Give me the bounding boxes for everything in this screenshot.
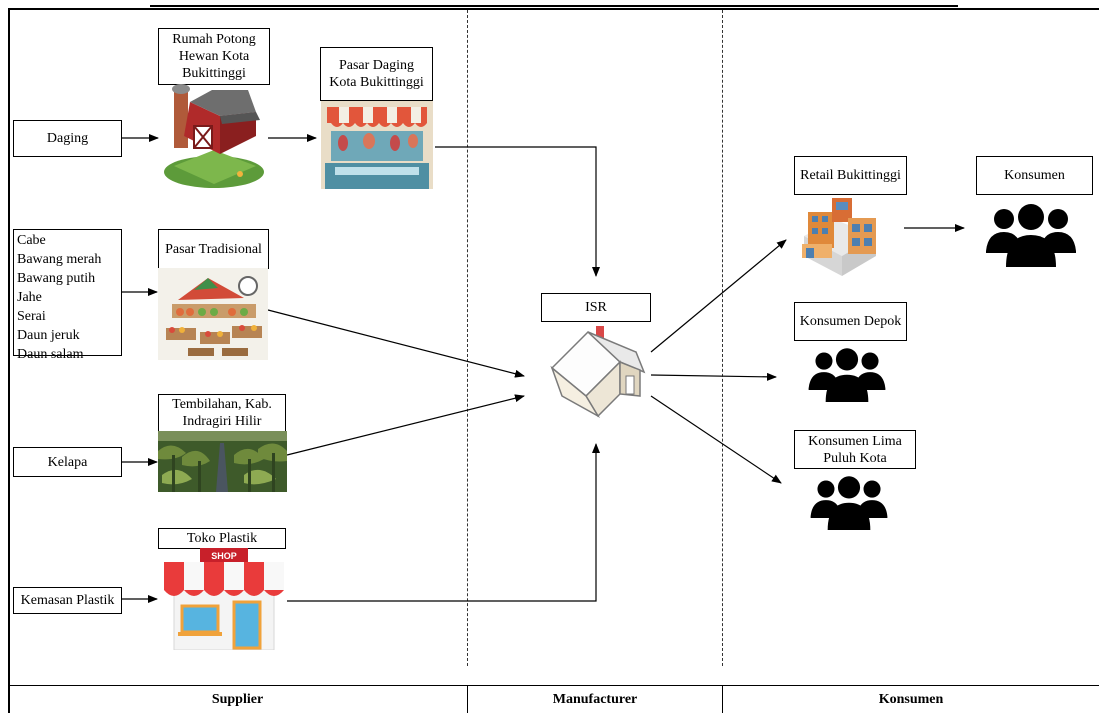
header-konsumen: Konsumen	[878, 691, 944, 707]
bumbu-list-box: Cabe Bawang merah Bawang putih Jahe Sera…	[13, 229, 122, 362]
bumbu-item: Daun jeruk	[17, 328, 80, 343]
bumbu-item: Jahe	[17, 290, 42, 305]
bumbu-item: Cabe	[17, 233, 46, 248]
column-headers: Supplier Manufacturer Konsumen	[8, 685, 1099, 713]
people-icon	[804, 344, 890, 402]
kelapa-box: Kelapa	[13, 447, 122, 477]
shop-icon: SHOP	[160, 548, 288, 650]
diagram-frame	[8, 8, 1099, 713]
building-icon	[796, 194, 891, 276]
arrow-isr-depok	[650, 372, 777, 381]
bumbu-item: Bawang merah	[17, 252, 102, 267]
house-icon	[548, 322, 648, 418]
divider-manufacturer-konsumen	[722, 10, 723, 666]
shop-sign-text: SHOP	[211, 551, 237, 561]
toko-plastik-label: Toko Plastik	[158, 528, 286, 549]
bumbu-item: Bawang putih	[17, 271, 96, 286]
arrow-toko-isr	[287, 443, 600, 602]
pasar-daging-label: Pasar Daging Kota Bukittinggi	[320, 47, 433, 101]
market-stall-icon	[158, 268, 268, 360]
arrow-tembilahan-isr	[286, 394, 525, 456]
arrow-isr-lima-puluh	[650, 395, 782, 484]
pasar-tradisional-label: Pasar Tradisional	[158, 229, 269, 269]
daging-box: Daging	[13, 120, 122, 157]
palm-plantation-photo	[158, 431, 287, 492]
tembilahan-label: Tembilahan, Kab. Indragiri Hilir	[158, 394, 286, 432]
konsumen-label: Konsumen	[976, 156, 1093, 195]
bumbu-item: Daun salam	[17, 347, 84, 362]
isr-label: ISR	[541, 293, 651, 322]
meat-market-icon	[321, 101, 433, 189]
header-manufacturer: Manufacturer	[468, 686, 723, 713]
people-icon	[806, 472, 892, 530]
divider-supplier-manufacturer	[467, 10, 468, 666]
arrow-pasar-isr	[267, 309, 525, 378]
people-icon	[986, 199, 1076, 267]
retail-label: Retail Bukittinggi	[794, 156, 907, 195]
depok-label: Konsumen Depok	[794, 302, 907, 341]
barn-icon	[160, 84, 268, 189]
arrow-isr-retail	[650, 239, 787, 353]
bumbu-item: Serai	[17, 309, 46, 324]
kemasan-box: Kemasan Plastik	[13, 587, 122, 614]
rph-label: Rumah Potong Hewan Kota Bukittinggi	[158, 28, 270, 85]
arrow-pasar-daging-isr	[435, 146, 600, 277]
header-supplier: Supplier	[8, 686, 468, 713]
lima-puluh-label: Konsumen Lima Puluh Kota	[794, 430, 916, 469]
top-border-line	[150, 5, 958, 7]
